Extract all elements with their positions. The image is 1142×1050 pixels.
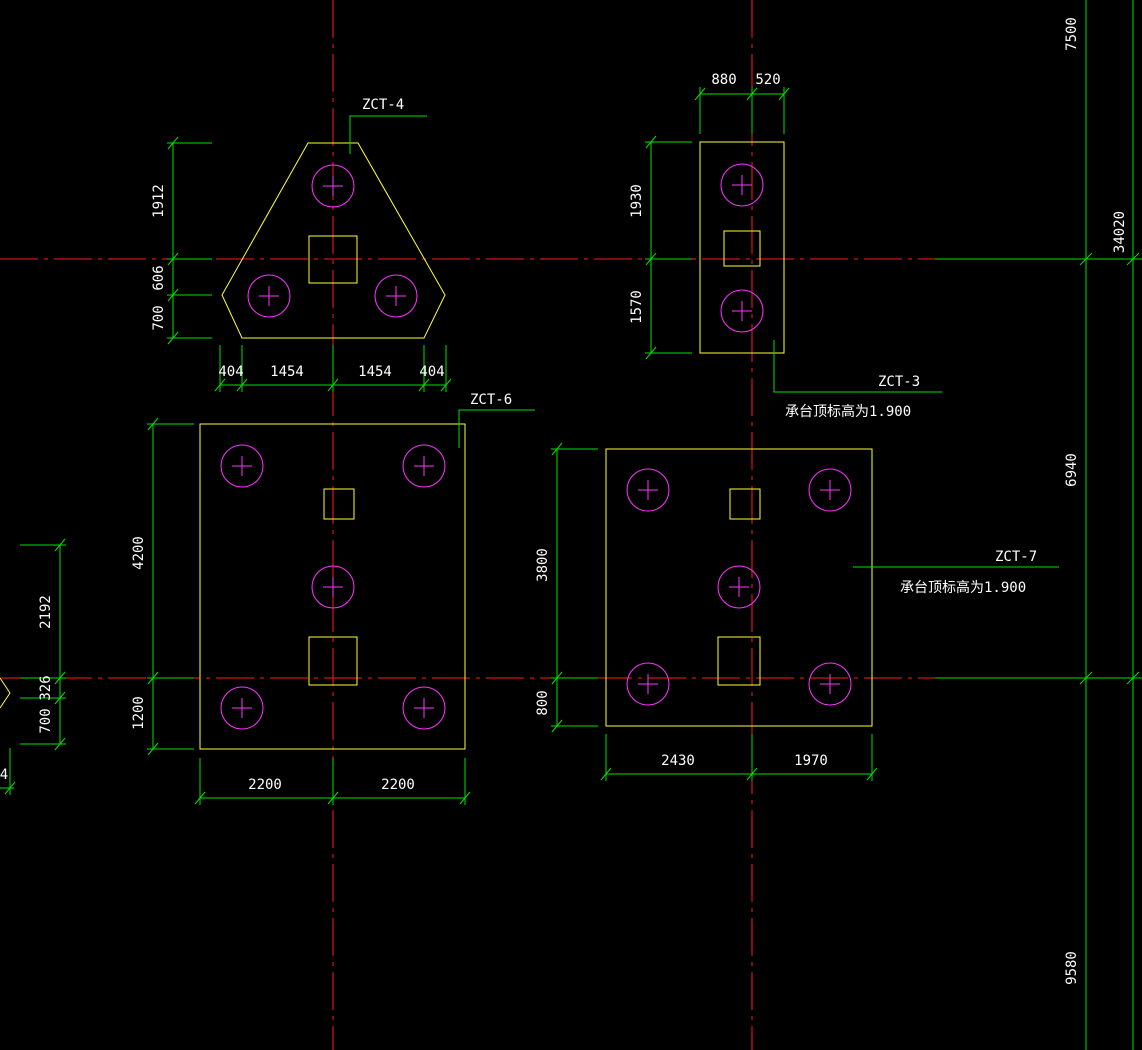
zct6-piles <box>220 444 446 730</box>
right-dim-7500: 7500 <box>1064 17 1080 51</box>
zct6-column-small <box>323 488 355 520</box>
zct3-dim-texts: 880 520 1930 1570 <box>629 72 781 324</box>
pile-circle <box>808 662 852 706</box>
right-dim-6940: 6940 <box>1064 453 1080 487</box>
zct6-leader <box>458 409 535 448</box>
zct6-dim-texts: 4200 1200 2200 2200 <box>131 536 415 793</box>
partial-dim-700: 700 <box>38 708 54 733</box>
partial-outline <box>0 677 11 709</box>
zct3-dim-520: 520 <box>755 72 780 88</box>
zct3-column <box>723 230 761 267</box>
zct7-column <box>717 636 761 686</box>
pile-circle <box>311 164 355 208</box>
zct7-note: 承台顶标高为1.900 <box>900 579 1026 596</box>
pile-circle <box>626 468 670 512</box>
cap-partial-left: 2192 326 700 4 <box>0 538 66 795</box>
zct3-note: 承台顶标高为1.900 <box>785 403 911 420</box>
zct4-label: ZCT-4 <box>362 97 404 113</box>
partial-dim-texts: 2192 326 700 4 <box>0 595 54 783</box>
axis-extensions <box>935 258 1142 679</box>
zct4-dim-404-left: 404 <box>218 364 243 380</box>
pile-circle <box>374 274 418 318</box>
zct7-dimensions <box>551 442 878 781</box>
pile-circle <box>720 163 764 207</box>
zct6-outline <box>199 423 466 750</box>
zct3-leader <box>773 340 942 393</box>
zct4-dim-404-right: 404 <box>419 364 444 380</box>
zct4-dimensions <box>167 136 452 392</box>
pile-circle <box>402 686 446 730</box>
partial-dim-fragment: 4 <box>0 767 8 783</box>
zct7-column-small <box>729 488 761 520</box>
right-dim-9580: 9580 <box>1064 951 1080 985</box>
zct3-piles <box>720 163 764 333</box>
zct7-dim-texts: 3800 800 2430 1970 <box>535 548 828 769</box>
zct6-dim-4200: 4200 <box>131 536 147 570</box>
zct4-outline <box>221 142 446 339</box>
right-total-tick-2 <box>1126 671 1140 685</box>
zct6-dim-2200-right: 2200 <box>381 777 415 793</box>
zct3-outline <box>699 141 785 354</box>
partial-dim-326: 326 <box>38 675 54 700</box>
zct6-column <box>308 636 358 686</box>
right-total-tick-1 <box>1126 252 1140 266</box>
zct4-piles <box>247 164 418 318</box>
pile-circle <box>717 565 761 609</box>
zct4-dim-1454-right: 1454 <box>358 364 392 380</box>
pile-circle <box>220 686 264 730</box>
zct3-dim-1570: 1570 <box>629 290 645 324</box>
zct7-outline <box>605 448 873 727</box>
zct3-dim-1930: 1930 <box>629 184 645 218</box>
cap-zct7: 3800 800 2430 1970 ZCT-7 承台顶标高为1.900 <box>535 442 1059 781</box>
pile-circle <box>808 468 852 512</box>
zct7-label: ZCT-7 <box>995 549 1037 565</box>
zct4-dim-700: 700 <box>151 305 167 330</box>
zct6-dimensions <box>147 417 471 805</box>
right-dim-tick-1 <box>1079 252 1093 266</box>
zct3-dim-880: 880 <box>711 72 736 88</box>
zct7-dim-3800: 3800 <box>535 548 551 582</box>
zct6-dim-2200-left: 2200 <box>248 777 282 793</box>
right-dimension-texts: 7500 34020 6940 9580 <box>1064 17 1128 985</box>
zct3-dimensions <box>645 87 790 360</box>
zct4-dim-texts: 1912 606 700 404 1454 1454 404 <box>151 184 445 380</box>
zct6-dim-1200: 1200 <box>131 696 147 730</box>
cap-zct6: 4200 1200 2200 2200 ZCT-6 <box>131 392 535 805</box>
pile-circle <box>626 662 670 706</box>
pile-circle <box>311 565 355 609</box>
zct4-column <box>308 235 358 284</box>
partial-dim-2192: 2192 <box>38 595 54 629</box>
zct4-dim-1912: 1912 <box>151 184 167 218</box>
zct3-label: ZCT-3 <box>878 374 920 390</box>
right-dim-34020: 34020 <box>1112 211 1128 253</box>
zct7-piles <box>626 468 852 706</box>
zct7-dim-2430: 2430 <box>661 753 695 769</box>
partial-dimensions <box>0 538 66 795</box>
zct4-dim-1454-left: 1454 <box>270 364 304 380</box>
cap-zct3: 880 520 1930 1570 ZCT-3 承台顶标高为1.900 <box>629 72 942 420</box>
pile-circle <box>220 444 264 488</box>
zct6-label: ZCT-6 <box>470 392 512 408</box>
right-dimension-chain <box>1079 0 1140 1050</box>
zct7-dim-800: 800 <box>535 690 551 715</box>
pile-circle <box>720 289 764 333</box>
right-dim-tick-2 <box>1079 671 1093 685</box>
pile-circle <box>247 274 291 318</box>
zct7-dim-1970: 1970 <box>794 753 828 769</box>
pile-circle <box>402 444 446 488</box>
cap-zct4: 1912 606 700 404 1454 1454 404 ZCT-4 <box>151 97 452 392</box>
zct4-dim-606: 606 <box>151 265 167 290</box>
zct4-leader <box>349 115 427 154</box>
